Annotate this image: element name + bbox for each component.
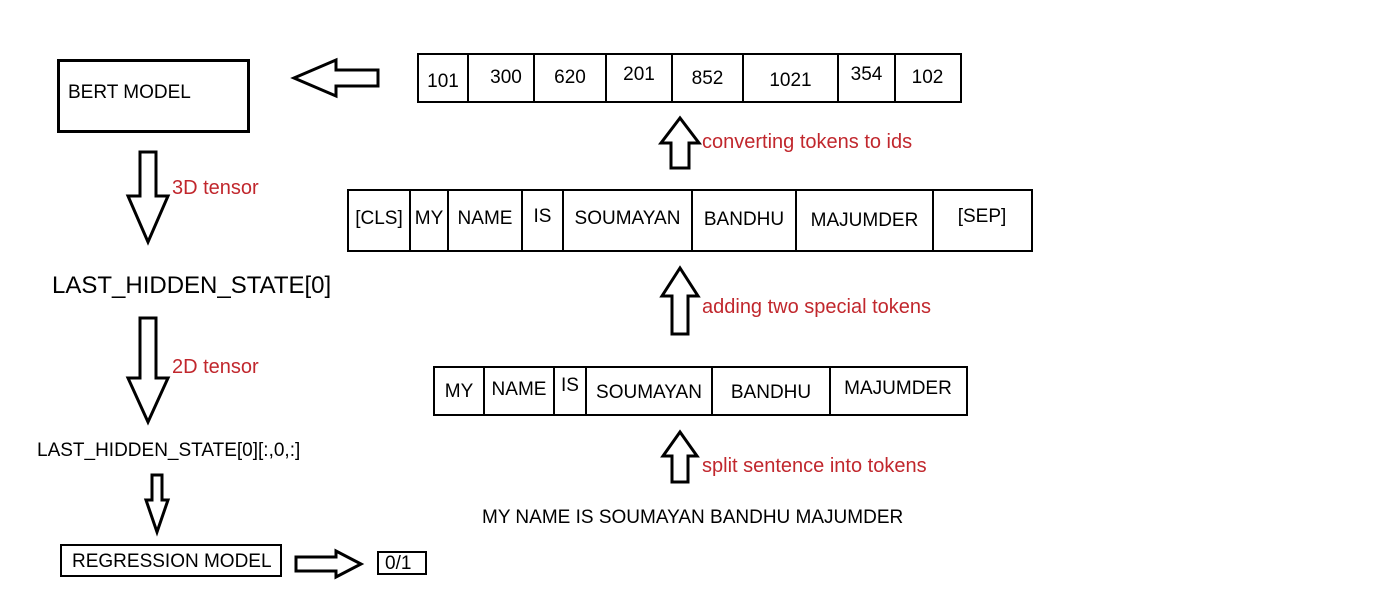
last-hidden-state-label: LAST_HIDDEN_STATE[0] xyxy=(52,272,332,299)
token-cell: [CLS] xyxy=(355,208,403,229)
token-cell: SOUMAYAN xyxy=(585,368,711,414)
tensor-2d-label: 2D tensor xyxy=(172,356,259,378)
token-cell: NAME xyxy=(447,191,521,250)
bert-model-box: BERT MODEL xyxy=(57,59,250,133)
tensor-3d-label: 3D tensor xyxy=(172,177,259,199)
step-label-split: split sentence into tokens xyxy=(702,455,927,477)
token-id-strip: 101 300 620 201 852 1021 354 102 xyxy=(417,53,962,103)
input-sentence: MY NAME IS SOUMAYAN BANDHU MAJUMDER xyxy=(482,507,904,528)
arrow-to-output xyxy=(294,548,365,580)
id-cell: 354 xyxy=(837,55,894,101)
arrow-up-special xyxy=(659,265,701,336)
token-cell: BANDHU xyxy=(711,368,829,414)
regression-model-box: REGRESSION MODEL xyxy=(60,544,282,577)
token-cell: NAME xyxy=(483,368,553,414)
bert-model-label: BERT MODEL xyxy=(68,82,191,103)
step-label-special: adding two special tokens xyxy=(702,296,932,318)
arrow-down-2d xyxy=(125,316,171,426)
token-cell: MY xyxy=(444,381,474,402)
arrow-to-bert xyxy=(290,57,380,99)
id-cell: 1021 xyxy=(742,55,837,101)
token-cell: IS xyxy=(553,368,585,414)
step-label-to-ids: converting tokens to ids xyxy=(702,131,913,153)
arrow-down-regression xyxy=(143,473,171,537)
arrow-down-3d xyxy=(125,150,171,246)
token-cell: MAJUMDER xyxy=(795,191,932,250)
id-cell: 102 xyxy=(894,55,959,101)
cls-slice-label: LAST_HIDDEN_STATE[0][:,0,:] xyxy=(37,440,301,461)
token-cell: IS xyxy=(521,191,562,250)
id-cell: 300 xyxy=(467,55,533,101)
id-cell: 620 xyxy=(533,55,605,101)
arrow-up-split xyxy=(660,429,700,484)
special-token-strip: [CLS] MY NAME IS SOUMAYAN BANDHU MAJUMDE… xyxy=(347,189,1033,252)
token-cell: BANDHU xyxy=(691,191,795,250)
split-token-strip: MY NAME IS SOUMAYAN BANDHU MAJUMDER xyxy=(433,366,968,416)
id-cell: 852 xyxy=(671,55,742,101)
token-cell: [SEP] xyxy=(932,191,1030,250)
id-cell: 101 xyxy=(427,71,459,92)
regression-model-label: REGRESSION MODEL xyxy=(72,551,272,572)
output-label: 0/1 xyxy=(385,553,412,574)
id-cell: 201 xyxy=(605,55,671,101)
token-cell: MY xyxy=(409,191,447,250)
token-cell: MAJUMDER xyxy=(829,368,965,414)
arrow-up-ids xyxy=(657,115,703,170)
output-box: 0/1 xyxy=(377,551,427,575)
token-cell: SOUMAYAN xyxy=(562,191,691,250)
